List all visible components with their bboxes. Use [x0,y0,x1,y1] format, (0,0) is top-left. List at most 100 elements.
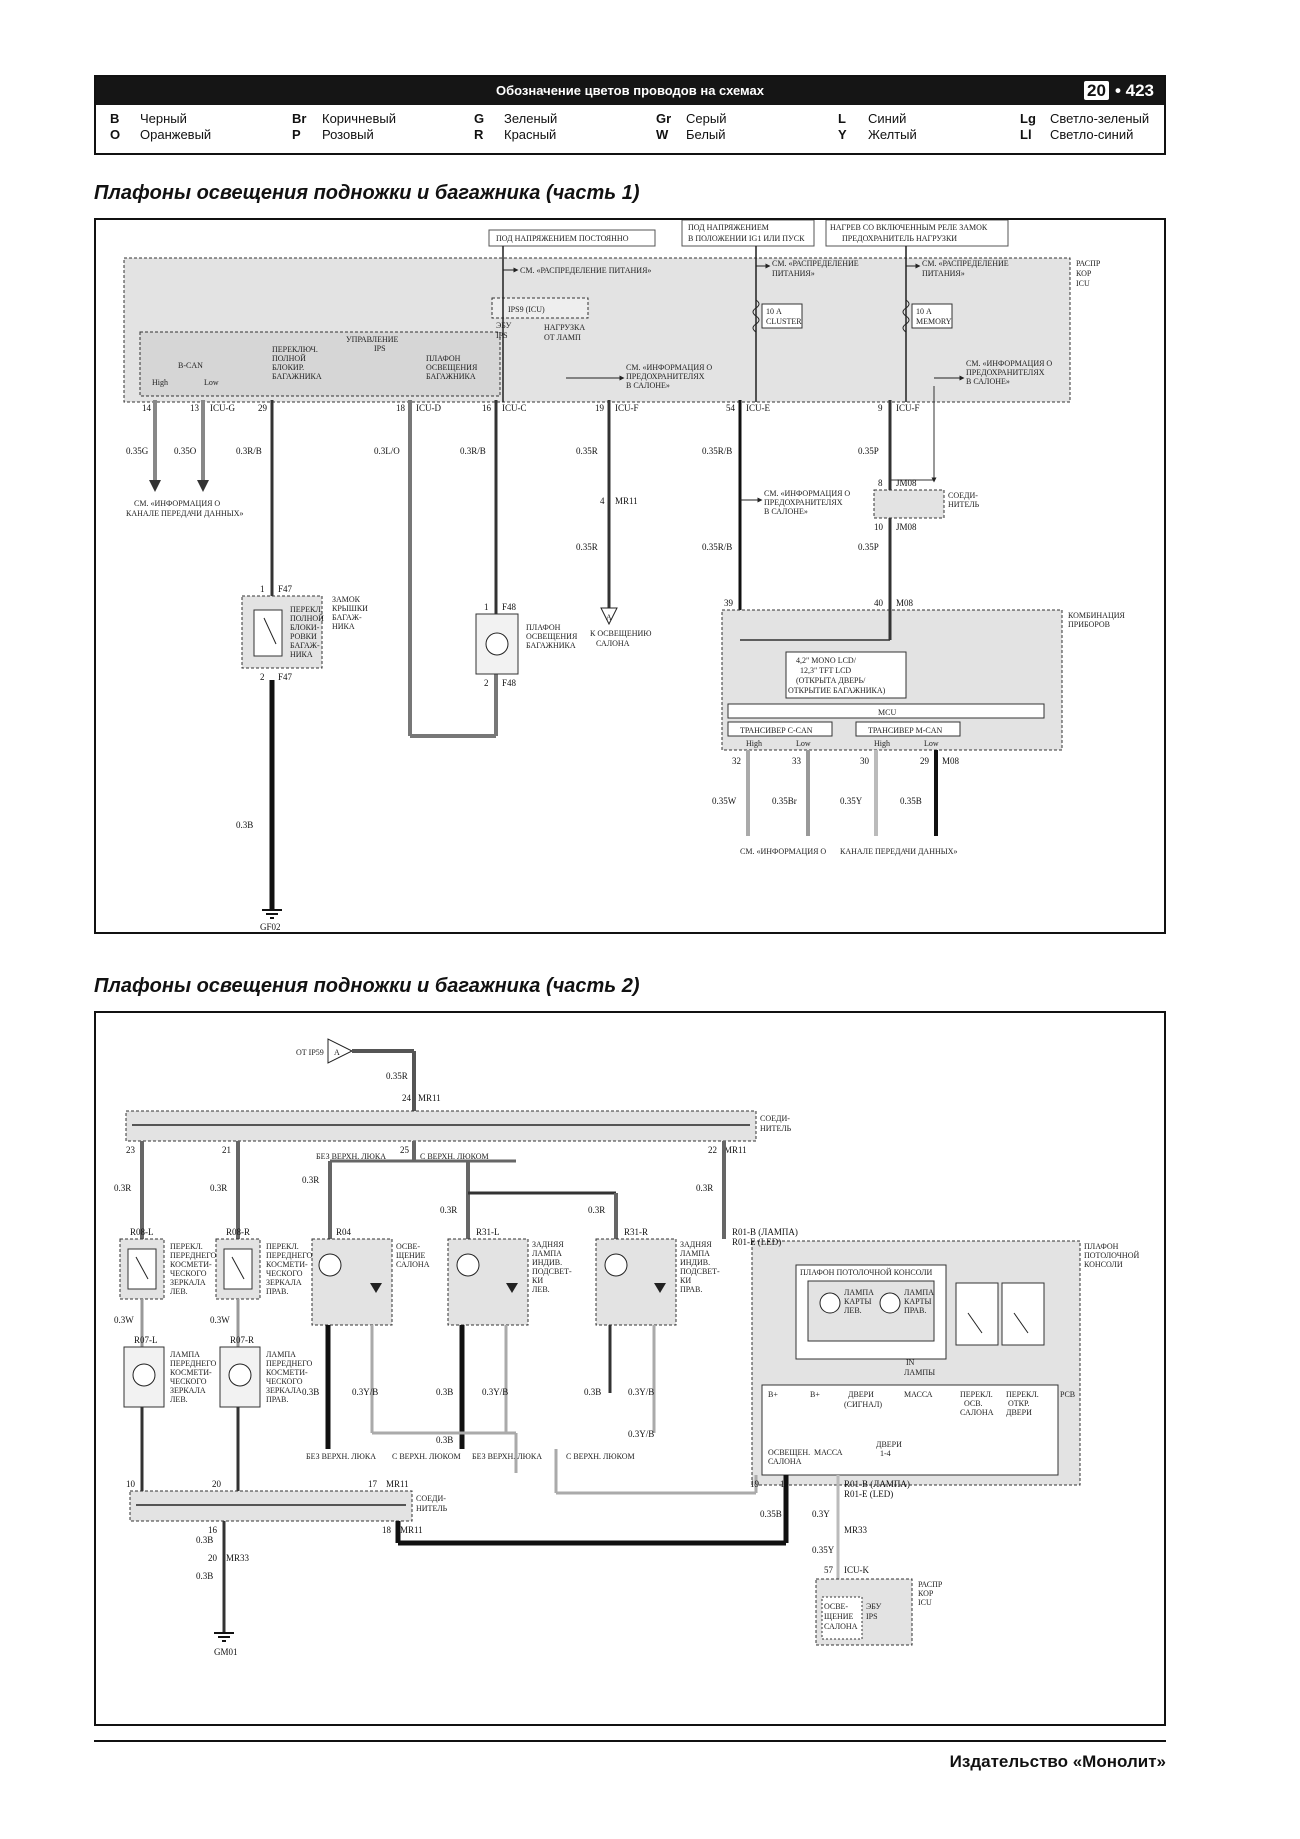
svg-text:ЛЕВ.: ЛЕВ. [844,1306,862,1315]
high-label: High [152,378,168,387]
svg-text:МАССА: МАССА [814,1448,843,1457]
svg-text:0.3R: 0.3R [440,1205,457,1215]
page-number: 20• 423 [1084,81,1154,101]
svg-text:ЧЕСКОГО: ЧЕСКОГО [266,1377,303,1386]
svg-text:0.3B: 0.3B [436,1435,453,1445]
svg-text:R01-B (ЛАМПА): R01-B (ЛАМПА) [844,1479,910,1489]
svg-text:16: 16 [208,1525,218,1535]
svg-text:ОТКР.: ОТКР. [1008,1399,1029,1408]
icu-label: ICU [1076,279,1090,288]
svg-text:2: 2 [484,678,489,688]
junction-label: СОЕДИ- [760,1114,790,1123]
svg-text:0.35R/B: 0.35R/B [702,446,732,456]
wire-label: 0.35R [386,1071,408,1081]
svg-text:29: 29 [920,756,930,766]
svg-text:0.3B: 0.3B [584,1387,601,1397]
svg-text:0.3B: 0.3B [302,1387,319,1397]
low-label: Low [204,378,219,387]
svg-text:ЧЕСКОГО: ЧЕСКОГО [170,1269,207,1278]
svg-text:18: 18 [382,1525,392,1535]
icu-label: КОР [1076,269,1092,278]
footer-divider [94,1740,1166,1742]
trunk-lamp-box [475,613,519,675]
svg-text:КОСМЕТИ-: КОСМЕТИ- [170,1368,212,1377]
svg-text:MR11: MR11 [400,1525,423,1535]
svg-text:39: 39 [724,598,734,608]
fuse-cluster-label: 10 А [766,307,782,316]
chapter-number: 20 [1084,81,1109,100]
trunk-switch-label: ПЕРЕКЛ. [290,605,323,614]
svg-text:33: 33 [792,756,802,766]
rear-lamp-left [447,1238,529,1326]
pcb-box [761,1384,1059,1476]
power-dist-label: СМ. «РАСПРЕДЕЛЕНИЕ [772,259,859,268]
svg-text:19: 19 [750,1479,760,1489]
svg-text:С ВЕРХН. ЛЮКОМ: С ВЕРХН. ЛЮКОМ [566,1452,635,1461]
svg-text:С ВЕРХН. ЛЮКОМ: С ВЕРХН. ЛЮКОМ [392,1452,461,1461]
svg-text:0.35P: 0.35P [858,446,879,456]
svg-text:29: 29 [258,403,268,413]
svg-text:0.3W: 0.3W [114,1315,134,1325]
svg-text:0.3B: 0.3B [196,1571,213,1581]
svg-text:ЛЕВ.: ЛЕВ. [532,1285,550,1294]
svg-text:B+: B+ [810,1390,820,1399]
ecu-label: IPS [496,331,508,340]
svg-text:10: 10 [874,522,884,532]
svg-text:32: 32 [732,756,741,766]
svg-text:ICU-G: ICU-G [210,403,235,413]
svg-text:ЛАМПЫ: ЛАМПЫ [904,1368,935,1377]
svg-text:ПЕРЕКЛ.: ПЕРЕКЛ. [170,1242,203,1251]
diagram1-title: Плафоны освещения подножки и багажника (… [94,182,640,204]
power-ign-label: В ПОЛОЖЕНИИ IG1 ИЛИ ПУСК [688,234,805,243]
svg-text:БЕЗ ВЕРХН. ЛЮКА: БЕЗ ВЕРХН. ЛЮКА [472,1452,542,1461]
svg-text:ПЕРЕКЛ.: ПЕРЕКЛ. [1006,1390,1039,1399]
trunk-lamp-ctrl-label: ОСВЕЩЕНИЯ [426,363,478,372]
trunk-lamp-icon [485,632,509,656]
room-lamp [311,1238,393,1326]
svg-text:40: 40 [874,598,884,608]
svg-text:ЛАМПА: ЛАМПА [532,1249,562,1258]
info-can-label: КАНАЛЕ ПЕРЕДАЧИ ДАННЫХ» [840,847,958,856]
svg-text:ПЛАФОН: ПЛАФОН [1084,1242,1119,1251]
svg-text:ПЛАФОН ПОТОЛОЧНОЙ КОНСОЛИ: ПЛАФОН ПОТОЛОЧНОЙ КОНСОЛИ [800,1268,933,1277]
svg-text:ПЕРЕДНЕГО: ПЕРЕДНЕГО [266,1359,313,1368]
svg-text:17: 17 [368,1479,378,1489]
svg-text:0.35Y: 0.35Y [840,796,863,806]
svg-text:0.3W: 0.3W [210,1315,230,1325]
svg-text:МАССА: МАССА [904,1390,933,1399]
svg-text:ДВЕРИ: ДВЕРИ [1006,1408,1032,1417]
info-pred-label: ПРЕДОХРАНИТЕЛЯХ [966,368,1045,377]
svg-text:14: 14 [142,403,152,413]
to-salon-label: САЛОНА [596,639,630,648]
from-ip-label: ОТ IP59 [296,1048,324,1057]
lcd-label: ОТКРЫТИЕ БАГАЖНИКА) [788,686,886,695]
info-pred-label: В САЛОНЕ» [966,377,1010,386]
svg-text:R01-E (LED): R01-E (LED) [844,1489,893,1499]
svg-text:ЗЕРКАЛА: ЗЕРКАЛА [266,1278,302,1287]
svg-text:0.3R: 0.3R [210,1183,227,1193]
info-can-label: СМ. «ИНФОРМАЦИЯ О [134,499,220,508]
svg-text:0.3Y: 0.3Y [812,1509,830,1519]
svg-text:F47: F47 [278,672,293,682]
svg-text:САЛОНА: САЛОНА [396,1260,430,1269]
svg-text:ЗЕРКАЛА: ЗЕРКАЛА [266,1386,302,1395]
svg-text:23: 23 [126,1145,136,1155]
mgmt-label: УПРАВЛЕНИЕ [346,335,399,344]
svg-text:F47: F47 [278,584,293,594]
svg-text:18: 18 [396,403,406,413]
svg-text:КОР: КОР [918,1589,934,1598]
svg-text:R08-R: R08-R [226,1227,250,1237]
svg-text:F48: F48 [502,602,517,612]
trunk-switch-label: ПОЛНОЙ [290,614,324,623]
svg-text:ЩЕНИЕ: ЩЕНИЕ [396,1251,426,1260]
fuse-memory-label: 10 А [916,307,932,316]
junction-label: НИТЕЛЬ [760,1124,792,1133]
svg-text:0.3L/O: 0.3L/O [374,446,400,456]
svg-text:ДВЕРИ: ДВЕРИ [848,1390,874,1399]
info-pred-label: СМ. «ИНФОРМАЦИЯ О [966,359,1052,368]
arrow-a-label: A [334,1048,340,1057]
